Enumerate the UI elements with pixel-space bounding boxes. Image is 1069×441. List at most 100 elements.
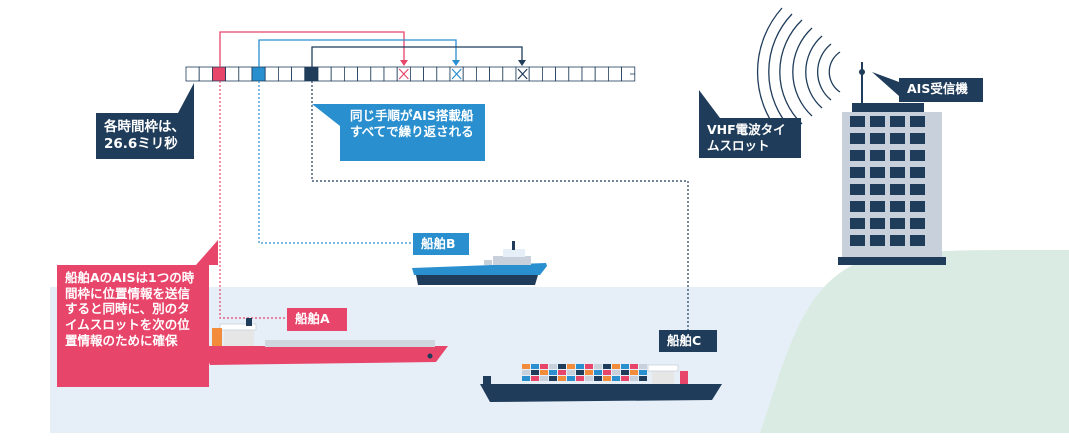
cargo-container [540, 364, 548, 369]
cargo-container [558, 376, 566, 381]
cargo-container [522, 370, 530, 375]
time-slot [291, 66, 306, 82]
cargo-container [594, 376, 602, 381]
building-window [850, 116, 865, 127]
cargo-container [567, 370, 575, 375]
vhf-time-slot-bar [185, 66, 636, 82]
building-window [850, 235, 865, 246]
time-slot [370, 66, 385, 82]
time-slot [198, 66, 213, 82]
building-window [910, 218, 925, 229]
time-slot-used [251, 66, 266, 82]
time-slot [502, 66, 517, 82]
cargo-container [558, 370, 566, 375]
building-window [850, 133, 865, 144]
cargo-container [612, 376, 620, 381]
time-slot [185, 66, 200, 82]
building-window [910, 133, 925, 144]
time-slot [330, 66, 345, 82]
label-ship-b: 船舶B [413, 233, 469, 255]
time-slot [383, 66, 398, 82]
cargo-container [612, 370, 620, 375]
building-window [910, 201, 925, 212]
callout-pointer-ship-a [196, 240, 218, 265]
cargo-container [621, 364, 629, 369]
time-slot [264, 66, 279, 82]
time-slot [462, 66, 477, 82]
cargo-container [639, 370, 647, 375]
ship-b-icon [412, 241, 547, 285]
building-window [870, 116, 885, 127]
arrowhead-red [400, 60, 408, 66]
cargo-container [540, 376, 548, 381]
cargo-container [585, 370, 593, 375]
cargo-container [603, 376, 611, 381]
cargo-container [630, 370, 638, 375]
time-slot [423, 66, 438, 82]
building-window [890, 116, 905, 127]
land [760, 250, 1069, 433]
cargo-container [522, 364, 530, 369]
callout-pointer-vhf [699, 90, 720, 118]
building-window [890, 167, 905, 178]
cargo-container [630, 364, 638, 369]
arrowhead-blue [452, 60, 460, 66]
callout-slot-duration: 各時間枠は、26.6ミリ秒 [96, 113, 194, 159]
ship-c-icon [480, 364, 722, 402]
ship-a-icon [203, 318, 448, 365]
cargo-container [567, 376, 575, 381]
label-ship-a: 船舶A [287, 308, 347, 331]
cargo-container [621, 370, 629, 375]
building-window [850, 184, 865, 195]
building-window [850, 167, 865, 178]
callout-ais-receiver: AIS受信機 [899, 78, 983, 102]
time-slot [555, 66, 570, 82]
building-window [870, 235, 885, 246]
ship-slot-links [219, 81, 689, 330]
time-slot [277, 66, 292, 82]
cargo-container [576, 364, 584, 369]
building-window [870, 201, 885, 212]
callout-same-procedure: 同じ手順がAIS搭載船すべてで繰り返される [340, 104, 485, 161]
cross-box-icon [517, 68, 528, 80]
building-window [850, 201, 865, 212]
building-window [870, 133, 885, 144]
building-window [850, 218, 865, 229]
callout-vhf-time-slot: VHF電波タイムスロット [699, 118, 801, 158]
time-slot [225, 66, 240, 82]
cargo-container [540, 370, 548, 375]
time-slot-used [211, 66, 226, 82]
cargo-container [594, 370, 602, 375]
time-slot [238, 66, 253, 82]
time-slot [475, 66, 490, 82]
label-ship-c: 船舶C [659, 330, 717, 352]
cross-box-icon [398, 68, 409, 80]
building-window [870, 184, 885, 195]
building-window [910, 184, 925, 195]
cargo-container [549, 376, 557, 381]
cargo-container [567, 364, 575, 369]
cargo-container [576, 376, 584, 381]
cargo-container [531, 370, 539, 375]
time-slot [608, 66, 623, 82]
cargo-container [639, 376, 647, 381]
building-window [890, 133, 905, 144]
antenna-icon [859, 69, 865, 75]
time-slot [594, 66, 609, 82]
time-slot [317, 66, 332, 82]
slot-reservation-arrows [219, 31, 523, 67]
cross-box-icon [451, 68, 462, 80]
building-window [890, 184, 905, 195]
cargo-container [531, 376, 539, 381]
building-window [910, 116, 925, 127]
time-slot [343, 66, 358, 82]
cargo-container [639, 364, 647, 369]
cargo-container [621, 376, 629, 381]
cargo-container [630, 376, 638, 381]
building-window [910, 150, 925, 161]
radio-wave-icon [756, 7, 841, 137]
time-slot [357, 66, 372, 82]
cargo-container [558, 364, 566, 369]
cargo-container [594, 364, 602, 369]
